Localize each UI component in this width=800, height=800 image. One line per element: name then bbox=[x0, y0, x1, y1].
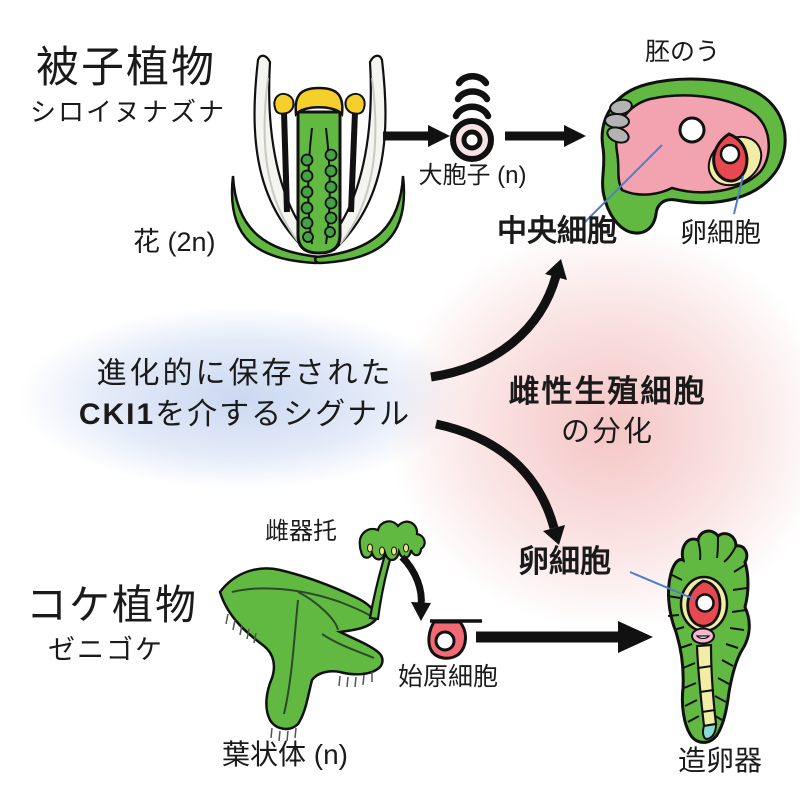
sepal-right-icon bbox=[313, 175, 406, 265]
central-cell-nucleus-icon bbox=[678, 116, 706, 144]
moss-species: ゼニゴケ bbox=[48, 635, 164, 665]
thallus-veins-icon bbox=[231, 587, 375, 715]
arrow-flower-to-megaspore bbox=[383, 125, 450, 147]
leader-line-egg-bottom bbox=[629, 571, 695, 600]
angiosperm-title: 被子植物 bbox=[36, 44, 216, 92]
canal-tip-icon bbox=[702, 722, 718, 741]
flower-illustration bbox=[230, 54, 406, 265]
leader-line-central-cell bbox=[584, 144, 663, 223]
signal-gene-name: CKI1 bbox=[78, 398, 156, 431]
arrow-progenitor-to-archegonium bbox=[476, 621, 653, 653]
leader-line-egg-top bbox=[733, 175, 744, 215]
female-germ-cell-title: 雌性生殖細胞 bbox=[508, 374, 707, 409]
progenitor-cell-icon bbox=[427, 619, 482, 660]
arrow-signal-to-egg-cell bbox=[435, 419, 565, 545]
embryo-sac-illustration bbox=[600, 77, 787, 235]
arrow-megaspore-to-embryo-sac bbox=[505, 125, 586, 147]
arrow-signal-to-central-cell bbox=[430, 259, 567, 382]
embryo-sac-label: 胚のう bbox=[645, 38, 721, 66]
stalk-icon bbox=[368, 549, 394, 621]
archegonium-label: 造卵器 bbox=[678, 745, 763, 776]
progenitor-label: 始原細胞 bbox=[398, 663, 499, 691]
receptacle-label: 雌器托 bbox=[265, 518, 337, 545]
differentiation-text: の分化 bbox=[560, 416, 654, 448]
signal-text-rest: を介するシグナル bbox=[155, 398, 412, 431]
stigma-icon bbox=[294, 86, 344, 117]
egg-cell-label-bottom: 卵細胞 bbox=[518, 544, 611, 579]
ovules-icon bbox=[300, 148, 338, 243]
moss-title: コケ植物 bbox=[26, 582, 198, 628]
archegonium-illustration bbox=[667, 529, 751, 744]
stamen-right-icon bbox=[344, 92, 366, 213]
signal-text-line2: CKI1を介するシグナル bbox=[40, 399, 450, 431]
stamen-left-icon bbox=[273, 92, 295, 213]
archegonium-cell-walls-icon bbox=[667, 535, 748, 723]
rhizoids-icon bbox=[225, 613, 373, 742]
antipodal-cells-icon bbox=[604, 98, 633, 144]
thallus-body-icon bbox=[218, 567, 384, 731]
egg-cell-label-top: 卵細胞 bbox=[680, 218, 761, 248]
flower-label: 花 (2n) bbox=[133, 227, 216, 257]
thallus-illustration bbox=[218, 520, 426, 742]
megaspore-label: 大胞子 (n) bbox=[418, 162, 527, 189]
moss-egg-nucleus-icon bbox=[695, 593, 715, 613]
archegoniophore-icon bbox=[358, 520, 426, 562]
egg-nucleus-icon bbox=[719, 143, 741, 165]
megaspore-icon bbox=[450, 73, 494, 162]
thallus-label: 葉状体 (n) bbox=[222, 739, 349, 770]
arrow-receptacle-to-progenitor bbox=[399, 554, 431, 621]
central-cell-label: 中央細胞 bbox=[497, 215, 617, 248]
signal-text-line1: 進化的に保存された bbox=[96, 357, 394, 390]
angiosperm-species: シロイヌナズナ bbox=[30, 97, 227, 127]
